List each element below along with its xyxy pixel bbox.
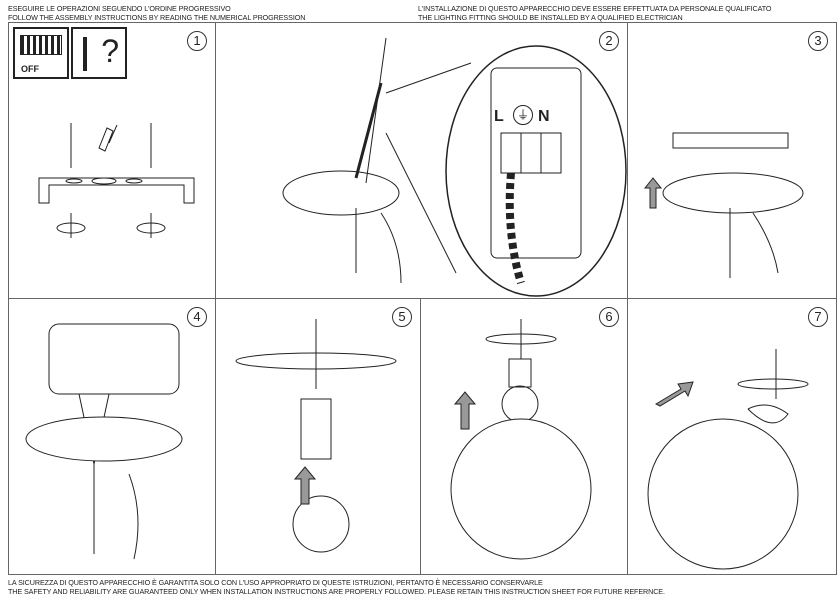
footer-en: THE SAFETY AND RELIABILITY ARE GUARANTEE… xyxy=(8,587,665,596)
wiring-drawing xyxy=(282,37,627,297)
bulb-globe-drawing xyxy=(450,319,592,560)
header-left: ESEGUIRE LE OPERAZIONI SEGUENDO L'ORDINE… xyxy=(8,4,305,22)
power-off-icon: OFF xyxy=(13,27,69,79)
step-number: 1 xyxy=(187,31,207,51)
step-7-panel: 7 xyxy=(627,298,837,575)
globe-fit-drawing xyxy=(647,349,809,570)
step-4-panel: 4 xyxy=(8,298,216,575)
screw-detail-drawing xyxy=(25,323,183,560)
question-mark: ? xyxy=(101,33,119,69)
step-number: 6 xyxy=(599,307,619,327)
header-left-it: ESEGUIRE LE OPERAZIONI SEGUENDO L'ORDINE… xyxy=(8,4,231,13)
ground-icon: ⏚ xyxy=(513,105,533,125)
step-number: 5 xyxy=(392,307,412,327)
header-right-it: L'INSTALLAZIONE DI QUESTO APPARECCHIO DE… xyxy=(418,4,772,13)
off-label: OFF xyxy=(21,64,39,74)
step-1-panel: 1 OFF ? xyxy=(8,22,216,299)
step-number: 3 xyxy=(808,31,828,51)
step-6-panel: 6 xyxy=(420,298,628,575)
step-number: 2 xyxy=(599,31,619,51)
terminal-l: L xyxy=(494,108,504,125)
bracket-drawing xyxy=(38,123,195,238)
step-number: 7 xyxy=(808,307,828,327)
header-left-en: FOLLOW THE ASSEMBLY INSTRUCTIONS BY READ… xyxy=(8,13,306,22)
header-right-en: THE LIGHTING FITTING SHOULD BE INSTALLED… xyxy=(418,13,683,22)
footer-it: LA SICUREZZA DI QUESTO APPARECCHIO È GAR… xyxy=(8,578,543,587)
step-number: 4 xyxy=(187,307,207,327)
step-2-panel: 2 L ⏚ N xyxy=(215,22,628,299)
footer: LA SICUREZZA DI QUESTO APPARECCHIO È GAR… xyxy=(8,578,665,596)
canopy-drawing xyxy=(643,132,804,278)
step-3-panel: 3 xyxy=(627,22,837,299)
tools-icon: ? xyxy=(71,27,127,79)
lampholder-drawing xyxy=(235,319,397,553)
header-right: L'INSTALLAZIONE DI QUESTO APPARECCHIO DE… xyxy=(418,4,772,22)
terminal-n: N xyxy=(538,108,550,125)
step-5-panel: 5 xyxy=(215,298,421,575)
